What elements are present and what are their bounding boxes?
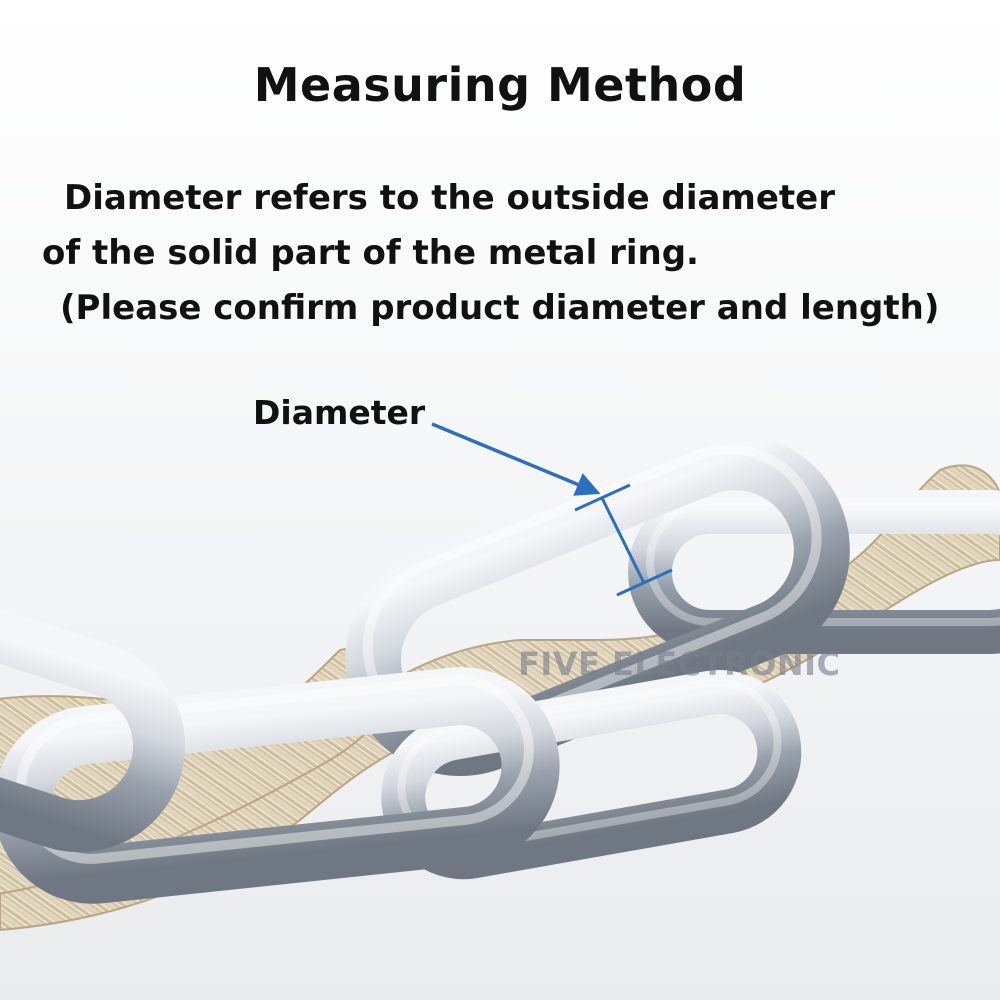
chain-link-right (628, 490, 1000, 654)
diameter-label: Diameter (253, 393, 426, 432)
description-line-2: of the solid part of the metal ring. (42, 233, 699, 273)
diameter-tick-top (574, 483, 631, 512)
chain-link-lower (381, 670, 802, 880)
diameter-measure-line (600, 497, 646, 584)
description-line-3: (Please confirm product diameter and len… (60, 288, 940, 328)
diameter-annotation (431, 422, 673, 597)
page-title: Measuring Method (253, 58, 747, 112)
chain-link-left (0, 596, 186, 853)
watermark: FIVE ELECTRONIC (518, 645, 841, 683)
description-line-1: Diameter refers to the outside diameter (64, 178, 835, 218)
diameter-arrow (431, 422, 601, 496)
